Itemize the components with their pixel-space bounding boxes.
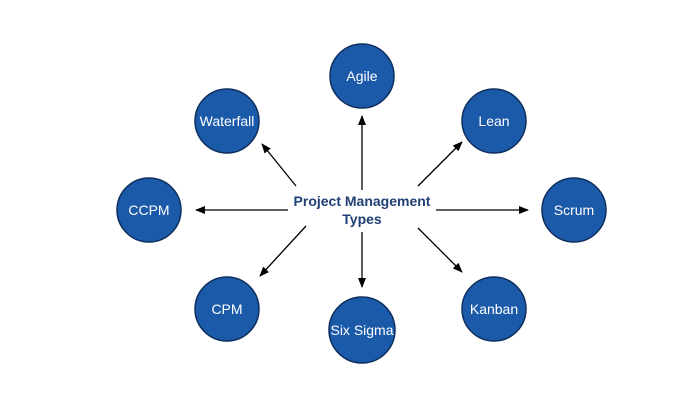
node-label-waterfall: Waterfall <box>200 113 255 129</box>
node-label-six-sigma: Six Sigma <box>330 322 393 338</box>
node-label-lean: Lean <box>478 113 509 129</box>
node-lean: Lean <box>461 88 527 154</box>
arrow-to-kanban <box>417 227 463 273</box>
center-label-line2: Types <box>342 211 382 227</box>
node-label-agile: Agile <box>346 68 377 84</box>
arrow-to-lean <box>417 141 463 187</box>
node-agile: Agile <box>329 43 395 109</box>
node-ccpm: CCPM <box>116 177 182 243</box>
center-label-line1: Project Management <box>294 193 431 209</box>
node-label-ccpm: CCPM <box>128 202 169 218</box>
node-six-sigma: Six Sigma <box>328 296 396 364</box>
node-label-scrum: Scrum <box>554 202 594 218</box>
arrows <box>195 115 529 288</box>
node-kanban: Kanban <box>461 276 527 342</box>
node-scrum: Scrum <box>541 177 607 243</box>
node-waterfall: Waterfall <box>194 88 260 154</box>
node-label-kanban: Kanban <box>470 301 518 317</box>
center-label: Project Management Types <box>294 193 431 227</box>
arrow-to-waterfall <box>261 143 297 187</box>
node-cpm: CPM <box>194 276 260 342</box>
node-label-cpm: CPM <box>211 301 242 317</box>
arrow-to-cpm <box>259 225 307 277</box>
